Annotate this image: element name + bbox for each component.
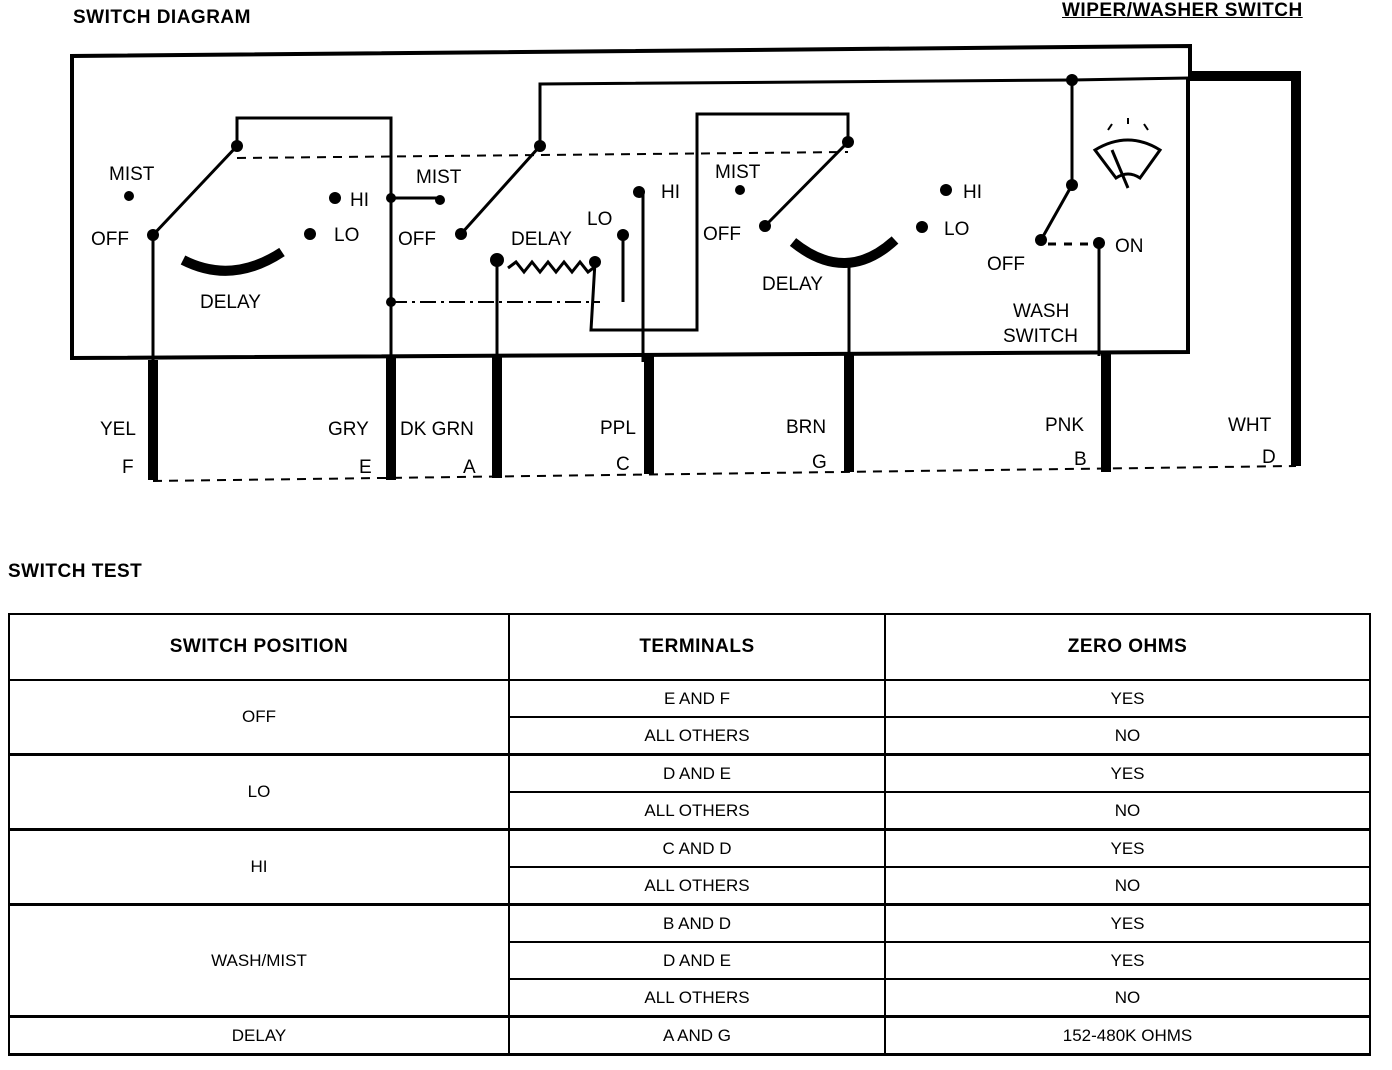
terminals-cell: D AND E bbox=[508, 941, 886, 980]
wire-color: DK GRN bbox=[400, 419, 474, 440]
terminals-cell: ALL OTHERS bbox=[508, 978, 886, 1018]
header-zero-ohms: ZERO OHMS bbox=[884, 613, 1371, 681]
table-row: ALL OTHERS NO bbox=[9, 791, 1371, 831]
wire-color: YEL bbox=[100, 419, 136, 440]
header-terminals: TERMINALS bbox=[508, 613, 886, 681]
switch-housing bbox=[70, 43, 1192, 361]
wire-color: BRN bbox=[786, 417, 826, 438]
terminals-cell: ALL OTHERS bbox=[508, 866, 886, 906]
position-cell: OFF bbox=[8, 679, 510, 756]
zero-ohms-cell: NO bbox=[884, 791, 1371, 831]
position-cell: LO bbox=[8, 753, 510, 831]
table-row: LO D AND E YES bbox=[8, 753, 1371, 831]
label-lo: LO bbox=[944, 219, 969, 240]
label-hi: HI bbox=[661, 182, 680, 203]
contact-dot bbox=[329, 192, 341, 204]
label-off: OFF bbox=[91, 229, 129, 250]
label-lo: LO bbox=[334, 225, 359, 246]
position-cell: WASH/MIST bbox=[8, 903, 510, 1018]
zero-ohms-cell: YES bbox=[884, 753, 1371, 793]
table-header-row: SWITCH POSITION TERMINALS ZERO OHMS bbox=[8, 613, 1371, 681]
terminals-cell: ALL OTHERS bbox=[508, 791, 886, 831]
contact-dot bbox=[124, 191, 134, 201]
switch-name-title: WIPER/WASHER SWITCH bbox=[1062, 0, 1303, 21]
zero-ohms-cell: NO bbox=[884, 716, 1371, 756]
label-mist: MIST bbox=[416, 167, 462, 188]
label-wash: WASH bbox=[1013, 301, 1069, 322]
zero-ohms-cell: YES bbox=[884, 941, 1371, 980]
label-off: OFF bbox=[703, 224, 741, 245]
terminal-letter: E bbox=[359, 457, 372, 478]
switch-test-table: SWITCH POSITION TERMINALS ZERO OHMS OFF … bbox=[8, 613, 1371, 1056]
wire-color: PNK bbox=[1045, 415, 1084, 436]
test-title: SWITCH TEST bbox=[8, 561, 143, 582]
label-delay: DELAY bbox=[200, 292, 261, 313]
label-lo: LO bbox=[587, 209, 612, 230]
contact-dot bbox=[435, 195, 445, 205]
label-hi: HI bbox=[350, 190, 369, 211]
table-row: OFF E AND F YES bbox=[8, 679, 1371, 756]
label-hi: HI bbox=[963, 182, 982, 203]
table-row: ALL OTHERS NO bbox=[9, 866, 1371, 906]
label-switch: SWITCH bbox=[1003, 326, 1078, 347]
section-2 bbox=[459, 76, 1191, 362]
label-mist: MIST bbox=[715, 162, 761, 183]
label-delay: DELAY bbox=[511, 229, 572, 250]
wiper-icon bbox=[1092, 118, 1163, 189]
terminals-cell: C AND D bbox=[508, 828, 886, 868]
terminals-cell: A AND G bbox=[508, 1015, 886, 1056]
header-switch-position: SWITCH POSITION bbox=[8, 613, 510, 681]
contact-dot bbox=[231, 140, 243, 152]
contact-dot bbox=[386, 193, 396, 203]
terminal-letter: F bbox=[122, 457, 134, 478]
table-row: WASH/MIST B AND D YES bbox=[8, 903, 1371, 1018]
position-cell: HI bbox=[8, 828, 510, 906]
wiper-switch-schematic: MIST OFF HI LO DELAY MIST OFF DELAY LO H… bbox=[70, 43, 1301, 482]
label-on: ON bbox=[1115, 236, 1144, 257]
terminal-letter: D bbox=[1262, 447, 1276, 468]
contact-dot bbox=[147, 229, 159, 241]
terminal-letter: A bbox=[463, 457, 476, 478]
table-row: DELAY A AND G 152-480K OHMS bbox=[8, 1015, 1371, 1056]
zero-ohms-cell: 152-480K OHMS bbox=[884, 1015, 1371, 1056]
zero-ohms-cell: NO bbox=[884, 866, 1371, 906]
wash-switch bbox=[1039, 80, 1101, 356]
label-off: OFF bbox=[398, 229, 436, 250]
section-3 bbox=[763, 140, 899, 356]
wire-color: GRY bbox=[328, 419, 369, 440]
terminals-cell: B AND D bbox=[508, 903, 886, 943]
zero-ohms-cell: YES bbox=[884, 903, 1371, 943]
diagram-title: SWITCH DIAGRAM bbox=[73, 7, 251, 28]
table-row: ALL OTHERS NO bbox=[9, 978, 1371, 1018]
contact-dot bbox=[304, 228, 316, 240]
terminal-letter: C bbox=[616, 454, 630, 475]
zero-ohms-cell: NO bbox=[884, 978, 1371, 1018]
terminals-cell: D AND E bbox=[508, 753, 886, 793]
terminals-cell: E AND F bbox=[508, 679, 886, 718]
wire-color: PPL bbox=[600, 418, 636, 439]
zero-ohms-cell: YES bbox=[884, 679, 1371, 718]
table-row: HI C AND D YES bbox=[8, 828, 1371, 906]
position-cell: DELAY bbox=[8, 1015, 510, 1056]
table-row: D AND E YES bbox=[9, 941, 1371, 980]
terminal-letter: B bbox=[1074, 449, 1087, 470]
label-off: OFF bbox=[987, 254, 1025, 275]
label-mist: MIST bbox=[109, 164, 155, 185]
zero-ohms-cell: YES bbox=[884, 828, 1371, 868]
wire-color: WHT bbox=[1228, 415, 1272, 436]
table-row: ALL OTHERS NO bbox=[9, 716, 1371, 756]
terminal-letter: G bbox=[812, 452, 827, 473]
terminals-cell: ALL OTHERS bbox=[508, 716, 886, 756]
wht-lead bbox=[1190, 71, 1301, 466]
label-delay: DELAY bbox=[762, 274, 823, 295]
section-1 bbox=[151, 116, 442, 362]
